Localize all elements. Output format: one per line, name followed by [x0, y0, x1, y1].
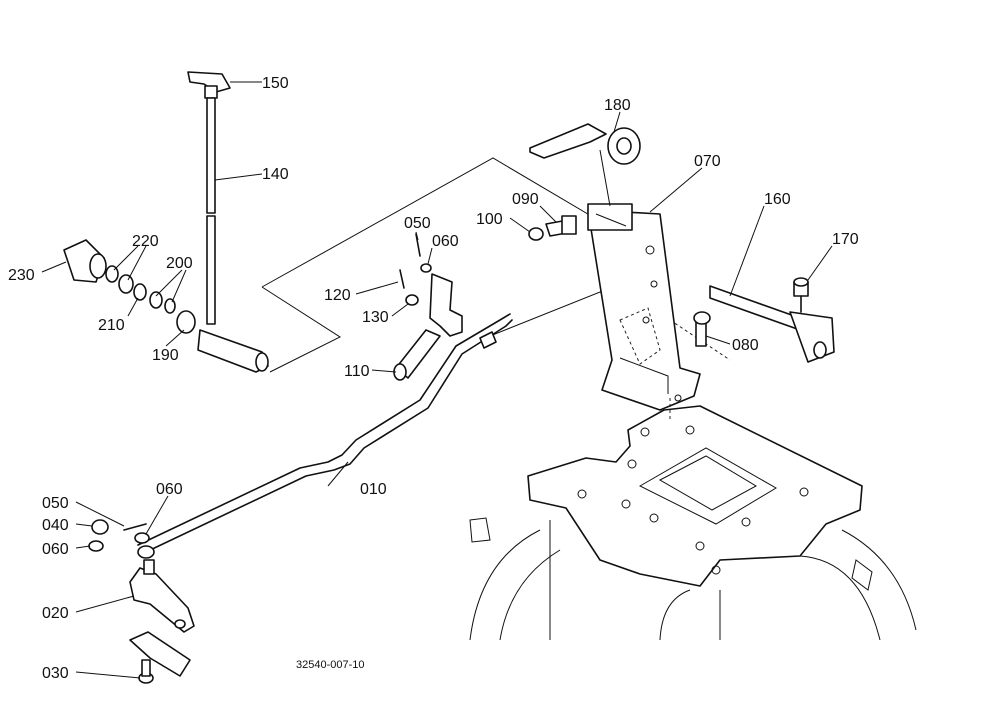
shift-arm-020	[129, 559, 195, 684]
label-100: 100	[476, 211, 503, 228]
label-230: 230	[8, 267, 35, 284]
shift-rod-010	[137, 313, 513, 553]
label-170: 170	[832, 231, 859, 248]
bracket-070	[587, 203, 701, 411]
shift-lever-110	[393, 233, 463, 381]
label-060-mid: 060	[156, 481, 183, 498]
label-090: 090	[512, 191, 539, 208]
label-050-lower: 050	[42, 495, 69, 512]
label-080: 080	[732, 337, 759, 354]
label-220: 220	[132, 233, 159, 250]
bolts-090-100-080	[528, 215, 711, 347]
lever-boot-stack	[63, 239, 196, 334]
label-140: 140	[262, 166, 289, 183]
gear-lever-140	[187, 71, 269, 373]
label-060-lower: 060	[42, 541, 69, 558]
label-010: 010	[360, 481, 387, 498]
shaft-160	[709, 277, 835, 363]
rod-end-fittings	[88, 519, 155, 559]
label-110: 110	[344, 363, 370, 380]
label-040: 040	[42, 517, 69, 534]
label-160: 160	[764, 191, 791, 208]
leader-lines	[41, 81, 833, 679]
diagram-code: 32540-007-10	[296, 659, 365, 671]
label-130: 130	[362, 309, 389, 326]
label-030: 030	[42, 665, 69, 682]
part-labels: 150 140 230 220 200 210 190 050 060 120 …	[8, 75, 859, 682]
label-150: 150	[262, 75, 289, 92]
label-070: 070	[694, 153, 721, 170]
label-190: 190	[152, 347, 179, 364]
transmission-housing	[469, 398, 917, 641]
label-180: 180	[604, 97, 631, 114]
label-200: 200	[166, 255, 193, 272]
label-210: 210	[98, 317, 125, 334]
label-120: 120	[324, 287, 351, 304]
label-060-upper: 060	[432, 233, 459, 250]
stopper-180	[529, 123, 641, 165]
label-050-upper: 050	[404, 215, 431, 232]
label-020: 020	[42, 605, 69, 622]
